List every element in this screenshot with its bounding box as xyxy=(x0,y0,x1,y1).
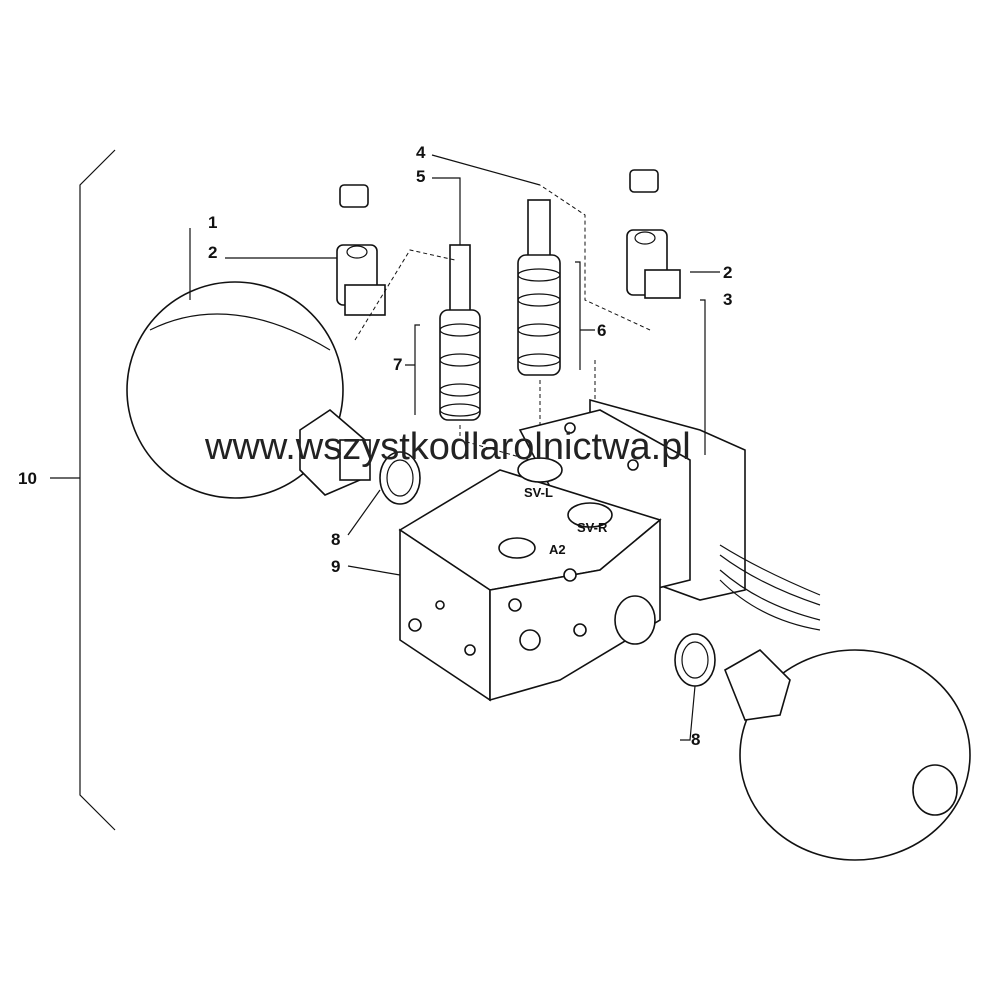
label-2-right: 2 xyxy=(723,263,732,282)
label-5: 5 xyxy=(416,167,425,186)
port-sv-r: SV-R xyxy=(577,520,608,535)
label-8-upper: 8 xyxy=(331,530,340,549)
label-2-left: 2 xyxy=(208,243,217,262)
hose-upper xyxy=(719,544,821,596)
port-sv-l: SV-L xyxy=(524,485,553,500)
cartridge-valve-5 xyxy=(439,244,481,421)
port-a2: A2 xyxy=(549,542,566,557)
label-10: 10 xyxy=(18,469,37,488)
solenoid-coil-left xyxy=(336,184,386,316)
accumulator-left xyxy=(126,281,371,499)
label-4: 4 xyxy=(416,143,426,162)
label-8-lower: 8 xyxy=(691,730,700,749)
label-1: 1 xyxy=(208,213,217,232)
label-3: 3 xyxy=(723,290,732,309)
solenoid-coil-right xyxy=(626,169,681,299)
assembly-bracket xyxy=(79,149,116,831)
label-6: 6 xyxy=(597,321,606,340)
cartridge-valve-4 xyxy=(517,199,561,376)
label-7: 7 xyxy=(393,355,402,374)
label-9: 9 xyxy=(331,557,340,576)
watermark: www.wszystkodlarolnictwa.pl xyxy=(205,426,691,468)
accumulator-right xyxy=(723,649,971,861)
hose-lower xyxy=(719,569,821,621)
valve-block xyxy=(398,398,746,702)
seal-ring-upper xyxy=(379,451,421,505)
